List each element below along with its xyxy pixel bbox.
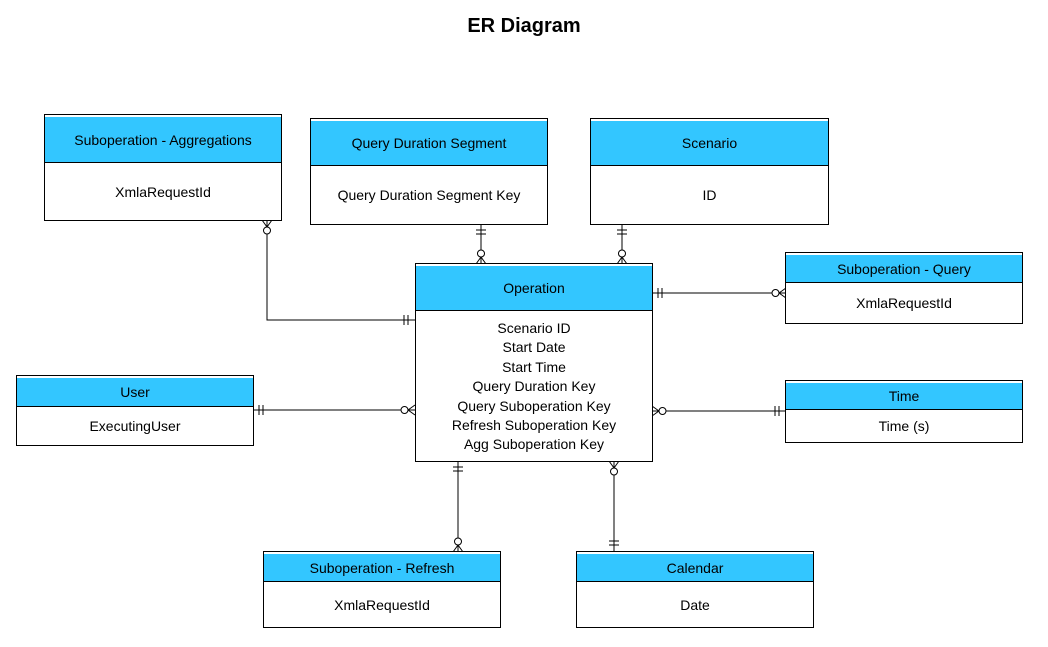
entity-field: Query Duration Segment Key (337, 187, 521, 203)
entity-suboperation-refresh[interactable]: Suboperation - Refresh XmlaRequestId (263, 551, 501, 628)
entity-field: ExecutingUser (89, 418, 181, 434)
entity-field: Scenario ID (497, 320, 571, 336)
entity-time[interactable]: Time Time (s) (785, 380, 1023, 443)
entity-field: Agg Suboperation Key (463, 436, 605, 453)
entity-header: Suboperation - Query (786, 253, 1022, 283)
entity-scenario[interactable]: Scenario ID (590, 118, 829, 225)
entity-header: Suboperation - Aggregations (45, 115, 281, 163)
rel-query-duration-operation (475, 224, 487, 265)
entity-field: Query Duration Key (472, 378, 596, 395)
rel-time-operation (651, 405, 786, 417)
entity-field-list: Scenario ID Start Date Start Time Query … (416, 311, 652, 461)
entity-user[interactable]: User ExecutingUser (16, 375, 254, 446)
diagram-title: ER Diagram (467, 15, 581, 37)
entity-calendar[interactable]: Calendar Date (576, 551, 814, 628)
entity-header: Calendar (577, 552, 813, 582)
entity-header: User (17, 376, 253, 407)
entity-field: XmlaRequestId (115, 183, 211, 200)
entity-field: Date (680, 596, 710, 613)
entity-operation[interactable]: Operation Scenario ID Start Date Start T… (415, 263, 653, 462)
entity-suboperation-query[interactable]: Suboperation - Query XmlaRequestId (785, 252, 1023, 324)
rel-operation-subrefresh (452, 461, 464, 553)
rel-user-operation (254, 404, 416, 416)
entity-field: Refresh Suboperation Key (451, 417, 617, 434)
entity-query-duration-segment[interactable]: Query Duration Segment Query Duration Se… (310, 118, 548, 225)
entity-header: Suboperation - Refresh (264, 552, 500, 582)
entity-field: XmlaRequestId (856, 295, 952, 311)
entity-header: Operation (416, 264, 652, 311)
entity-suboperation-aggregations[interactable]: Suboperation - Aggregations XmlaRequestI… (44, 114, 282, 221)
rel-aggregations-operation (261, 219, 415, 325)
rel-operation-subquery (652, 287, 787, 299)
entity-field: Start Date (502, 339, 566, 356)
entity-field: Query Suboperation Key (457, 397, 611, 414)
entity-field: Start Time (502, 358, 566, 375)
entity-field: ID (702, 187, 717, 203)
rel-calendar-operation (608, 460, 620, 552)
entity-header: Time (786, 381, 1022, 410)
entity-field: XmlaRequestId (334, 596, 430, 613)
entity-header: Query Duration Segment (311, 119, 547, 166)
rel-scenario-operation (616, 224, 628, 265)
entity-field: Time (s) (878, 418, 930, 434)
entity-header: Scenario (591, 119, 828, 166)
